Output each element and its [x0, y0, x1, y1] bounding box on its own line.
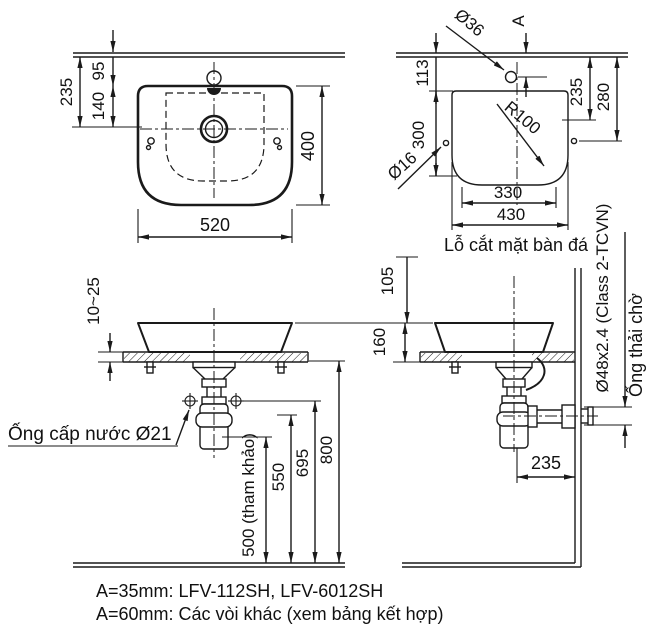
dim-280: 280 [594, 83, 613, 111]
note-line-1: A=35mm: LFV-112SH, LFV-6012SH [96, 581, 383, 601]
fixing-bolt-side [449, 361, 461, 374]
dim-rim-to-drain: 140 [89, 92, 108, 120]
dim-basin-width: 520 [200, 215, 230, 235]
counter-section-right [240, 353, 307, 362]
drain-assembly-side [495, 357, 546, 396]
basin-side [434, 322, 554, 353]
dim-counter-thickness: 10~25 [84, 277, 103, 325]
cutout-outline [451, 90, 569, 186]
cutout-caption: Lỗ cắt mặt bàn đá [444, 234, 589, 255]
dim-105: 105 [378, 267, 397, 295]
overflow-slot-right [273, 137, 283, 151]
dim-basin-depth: 400 [298, 131, 318, 161]
dim-235-cutout: 235 [567, 78, 586, 106]
front-elevation: 10~25 Ống cấp nước Ø21 500 (tham khảo) 5… [8, 277, 433, 568]
notes: A=35mm: LFV-112SH, LFV-6012SH A=60mm: Cá… [96, 581, 443, 624]
dim-430: 430 [497, 205, 525, 224]
dim-300: 300 [409, 121, 428, 149]
counter-section-side-left [421, 353, 462, 362]
dim-label-a: A [509, 15, 528, 27]
basin-inner-edge [165, 92, 265, 182]
counter-section-left [124, 353, 190, 362]
dim-550: 550 [269, 463, 288, 491]
dim-330: 330 [494, 183, 522, 202]
dim-wall-to-rim: 95 [89, 62, 108, 81]
bolt-hole-right [570, 137, 578, 145]
faucet-hole-cutout [504, 70, 518, 84]
fixing-bolt-left [144, 361, 156, 374]
overflow-slot-left [145, 137, 155, 151]
dim-113: 113 [413, 59, 432, 86]
dim-235-side: 235 [531, 453, 561, 473]
side-elevation: 105 160 Ø48x2.4 (Class 2-TCVN) Ống thải … [370, 204, 646, 568]
bolt-hole-left [442, 139, 450, 147]
dim-wall-to-drain: 235 [57, 78, 76, 106]
supply-pipe-symbol-right [228, 393, 244, 409]
dim-800: 800 [317, 436, 336, 464]
plan-view-basin: 235 95 140 400 520 [57, 30, 345, 243]
dim-bolt-hole-dia: Ø16 [384, 148, 421, 184]
dim-160: 160 [370, 328, 389, 356]
dim-695: 695 [293, 449, 312, 477]
dim-500-reference: 500 (tham khảo) [239, 433, 258, 557]
supply-pipe-symbol-left [182, 393, 198, 409]
plan-view-cutout: A Ø36 113 300 Ø16 R100 235 280 330 430 [384, 5, 628, 255]
basin-outline [136, 84, 294, 207]
waste-pipe-spec: Ø48x2.4 (Class 2-TCVN) [593, 204, 612, 393]
dim-faucet-hole-dia: Ø36 [451, 5, 488, 40]
note-line-2: A=60mm: Các vòi khác (xem bảng kết hợp) [96, 604, 443, 624]
basin-front [137, 322, 293, 353]
supply-pipe-label: Ống cấp nước Ø21 [8, 423, 172, 445]
waste-pipe-label: Ống thải chờ [625, 293, 646, 397]
fixing-bolt-right [275, 361, 287, 374]
counter-section-side-right [532, 353, 574, 362]
